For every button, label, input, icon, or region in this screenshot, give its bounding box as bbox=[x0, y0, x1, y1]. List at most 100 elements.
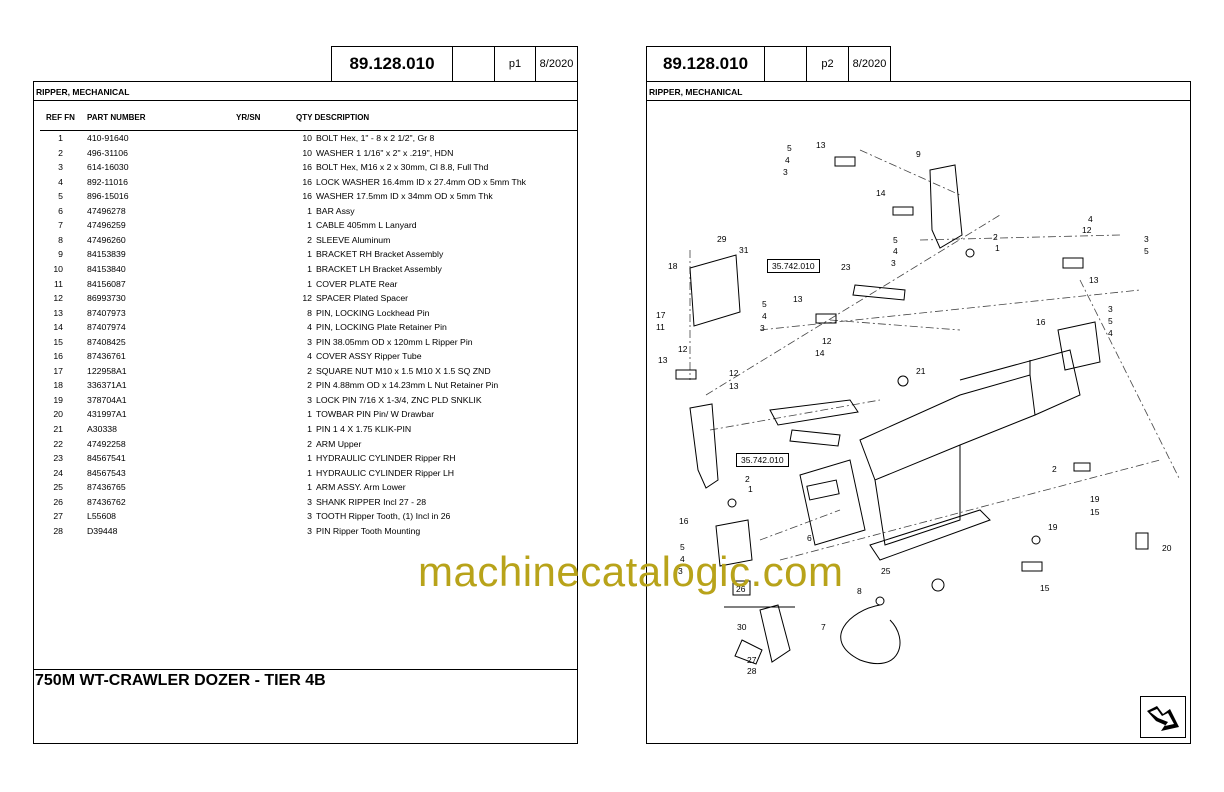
right-doc-number: 89.128.010 bbox=[662, 54, 749, 73]
svg-text:19: 19 bbox=[1090, 494, 1100, 504]
next-page-arrow-icon[interactable] bbox=[1140, 696, 1186, 738]
svg-text:2: 2 bbox=[1052, 464, 1057, 474]
svg-text:12: 12 bbox=[1082, 225, 1092, 235]
ref-fn-cell: 24 bbox=[53, 467, 63, 478]
svg-text:25: 25 bbox=[881, 566, 891, 576]
description-cell: SQUARE NUT M10 x 1.5 M10 X 1.5 SQ ZND bbox=[316, 365, 491, 376]
description-cell: BOLT Hex, M16 x 2 x 30mm, Cl 8.8, Full T… bbox=[316, 162, 489, 173]
description-cell: TOOTH Ripper Tooth, (1) Incl in 26 bbox=[316, 511, 451, 522]
ref-fn-cell: 7 bbox=[58, 220, 63, 231]
svg-text:8: 8 bbox=[857, 586, 862, 596]
ref-fn-cell: 17 bbox=[53, 365, 63, 376]
description-cell: PIN 1 4 X 1.75 KLIK-PIN bbox=[316, 424, 412, 434]
qty-cell: 10 bbox=[302, 147, 312, 158]
col-qty-desc: QTY DESCRIPTION bbox=[296, 113, 370, 122]
part-number-cell: 84153840 bbox=[87, 263, 126, 274]
col-yr-sn: YR/SN bbox=[236, 113, 261, 122]
ref-fn-cell: 12 bbox=[53, 293, 63, 304]
qty-cell: 2 bbox=[307, 438, 312, 449]
qty-cell: 3 bbox=[307, 525, 312, 536]
left-page-number: p1 bbox=[508, 58, 522, 70]
left-blank-cell bbox=[452, 46, 495, 82]
description-cell: COVER PLATE Rear bbox=[316, 278, 398, 289]
svg-text:31: 31 bbox=[739, 245, 749, 255]
svg-text:26: 26 bbox=[736, 584, 746, 594]
ref-fn-cell: 13 bbox=[53, 307, 63, 318]
part-number-cell: 47492258 bbox=[87, 438, 126, 449]
qty-cell: 1 bbox=[307, 220, 312, 231]
right-page-cell: p2 bbox=[806, 46, 849, 82]
svg-text:14: 14 bbox=[815, 348, 825, 358]
model-title: 750M WT-CRAWLER DOZER - TIER 4B bbox=[35, 672, 326, 689]
part-number-cell: D39448 bbox=[87, 525, 118, 536]
col-part-number: PART NUMBER bbox=[87, 113, 146, 122]
description-cell: PIN, LOCKING Lockhead Pin bbox=[316, 307, 430, 318]
qty-cell: 2 bbox=[307, 380, 312, 391]
svg-text:12: 12 bbox=[822, 336, 832, 346]
svg-text:5: 5 bbox=[1108, 316, 1113, 326]
ref-fn-cell: 28 bbox=[53, 525, 63, 536]
svg-text:15: 15 bbox=[1040, 583, 1050, 593]
description-cell: ARM Upper bbox=[316, 438, 362, 449]
ref-fn-cell: 2 bbox=[58, 147, 63, 158]
svg-text:13: 13 bbox=[816, 140, 826, 150]
part-number-cell: 378704A1 bbox=[87, 394, 127, 405]
description-cell: TOWBAR PIN Pin/ W Drawbar bbox=[316, 409, 435, 420]
svg-text:16: 16 bbox=[1036, 317, 1046, 327]
watermark: machinecatalogic.com bbox=[418, 548, 844, 595]
part-number-cell: 496-31106 bbox=[87, 147, 128, 158]
description-cell: ARM ASSY. Arm Lower bbox=[316, 482, 406, 493]
ref-fn-cell: 8 bbox=[58, 234, 63, 245]
cross-ref-box-1[interactable]: 35.742.010 bbox=[767, 259, 820, 273]
svg-text:13: 13 bbox=[729, 381, 739, 391]
right-page-frame bbox=[646, 81, 1191, 744]
left-doc-number: 89.128.010 bbox=[349, 54, 435, 73]
ref-fn-cell: 23 bbox=[53, 453, 63, 464]
part-number-cell: 47496259 bbox=[87, 220, 126, 231]
svg-text:23: 23 bbox=[841, 262, 851, 272]
ref-fn-cell: 25 bbox=[53, 482, 63, 493]
svg-text:5: 5 bbox=[893, 235, 898, 245]
description-cell: COVER ASSY Ripper Tube bbox=[316, 351, 422, 362]
part-number-cell: 84567543 bbox=[87, 467, 126, 478]
svg-text:14: 14 bbox=[876, 188, 886, 198]
svg-text:3: 3 bbox=[678, 566, 683, 576]
right-title-divider bbox=[646, 100, 1191, 101]
right-page-number: p2 bbox=[821, 58, 834, 70]
qty-cell: 3 bbox=[307, 496, 312, 507]
qty-cell: 1 bbox=[307, 409, 312, 420]
description-cell: SLEEVE Aluminum bbox=[316, 234, 391, 245]
svg-text:6: 6 bbox=[807, 533, 812, 543]
svg-text:13: 13 bbox=[658, 355, 668, 365]
part-number-cell: 84156087 bbox=[87, 278, 126, 289]
ref-fn-cell: 21 bbox=[53, 424, 63, 434]
svg-text:2: 2 bbox=[993, 232, 998, 242]
description-cell: LOCK PIN 7/16 X 1-3/4, ZNC PLD SNKLIK bbox=[316, 394, 482, 405]
cross-ref-box-2[interactable]: 35.742.010 bbox=[736, 453, 789, 467]
qty-cell: 16 bbox=[302, 191, 312, 202]
qty-cell: 1 bbox=[307, 205, 312, 216]
svg-text:27: 27 bbox=[747, 655, 757, 665]
ref-fn-cell: 11 bbox=[53, 278, 63, 289]
ref-fn-cell: 10 bbox=[53, 263, 63, 274]
svg-text:17: 17 bbox=[656, 310, 666, 320]
svg-text:5: 5 bbox=[787, 143, 792, 153]
svg-text:11: 11 bbox=[656, 322, 665, 332]
left-date: 8/2020 bbox=[539, 58, 574, 70]
part-number-cell: 47496278 bbox=[87, 205, 126, 216]
part-number-cell: L55608 bbox=[87, 511, 116, 522]
